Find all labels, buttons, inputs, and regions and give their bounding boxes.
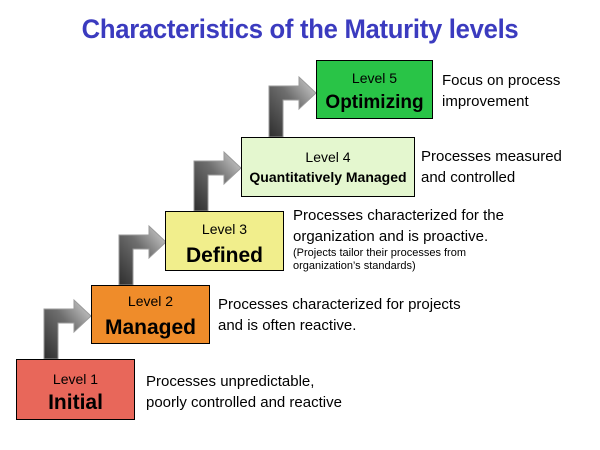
level-4-description-line-1: Processes measured bbox=[421, 148, 562, 165]
level-3-box: Level 3 Defined bbox=[165, 211, 284, 271]
level-5-description-line-1: Focus on process bbox=[442, 72, 561, 89]
level-2-description-line-1: Processes characterized for projects bbox=[218, 296, 461, 313]
level-5-description: Focus on process improvement bbox=[442, 70, 560, 112]
level-3-name: Defined bbox=[185, 244, 263, 267]
level-3-description-line-2: organization and is proactive. bbox=[293, 228, 489, 245]
level-3-note-line-2: organization’s standards) bbox=[293, 260, 416, 272]
level-4-description-line-2: and controlled bbox=[421, 169, 516, 186]
level-2-description-line-2: and is often reactive. bbox=[218, 317, 357, 334]
level-2-box: Level 2 Managed bbox=[91, 285, 210, 344]
level-4-name: Quantitatively Managed bbox=[249, 169, 407, 185]
level-4-label: Level 4 bbox=[305, 149, 351, 165]
level-4-box: Level 4 Quantitatively Managed bbox=[241, 137, 415, 197]
level-2-label: Level 2 bbox=[127, 293, 174, 309]
level-3-description: Processes characterized for the organiza… bbox=[293, 205, 504, 273]
slide-title: Characteristics of the Maturity levels bbox=[81, 14, 519, 44]
level-3-label: Level 3 bbox=[201, 221, 248, 237]
level-1-label: Level 1 bbox=[52, 371, 99, 387]
level-1-box: Level 1 Initial bbox=[16, 359, 135, 420]
step-arrow-1-to-2 bbox=[43, 298, 92, 360]
level-1-description-line-1: Processes unpredictable, bbox=[146, 373, 315, 390]
level-2-description: Processes characterized for projects and… bbox=[218, 294, 461, 336]
step-arrow-3-to-4 bbox=[193, 150, 242, 212]
level-5-name: Optimizing bbox=[325, 92, 424, 113]
step-arrow-2-to-3 bbox=[118, 224, 167, 286]
level-4-description: Processes measured and controlled bbox=[421, 146, 562, 188]
level-5-box: Level 5 Optimizing bbox=[316, 60, 433, 119]
level-2-name: Managed bbox=[104, 316, 196, 339]
level-3-note-line-1: (Projects tailor their processes from bbox=[293, 247, 466, 259]
level-1-description: Processes unpredictable, poorly controll… bbox=[146, 371, 342, 413]
level-1-name: Initial bbox=[48, 391, 103, 414]
level-3-description-line-1: Processes characterized for the bbox=[293, 207, 504, 224]
level-1-description-line-2: poorly controlled and reactive bbox=[146, 394, 342, 411]
level-5-label: Level 5 bbox=[351, 70, 398, 86]
level-5-description-line-2: improvement bbox=[442, 93, 529, 110]
step-arrow-4-to-5 bbox=[268, 75, 317, 138]
